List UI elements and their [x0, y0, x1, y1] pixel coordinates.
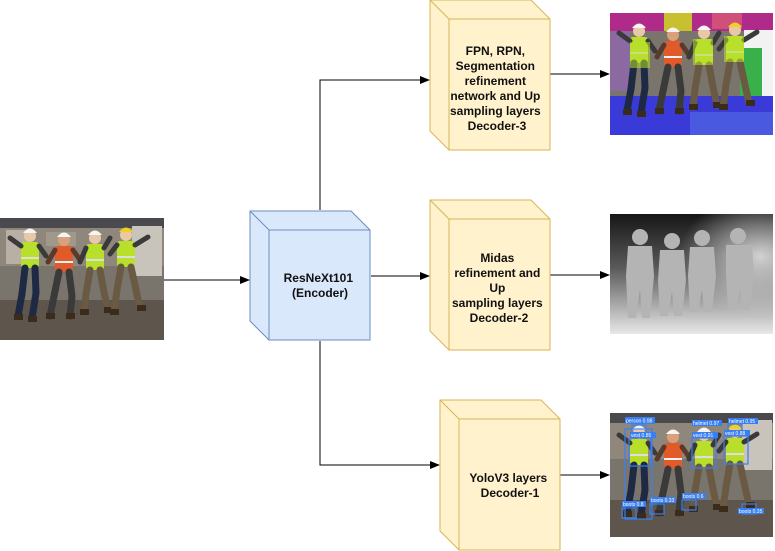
decoder-1-label-line-1: YoloV3 layers — [469, 471, 547, 485]
decoder-1-label-line-2: Decoder-1 — [481, 486, 540, 500]
segmentation-output-image — [610, 13, 773, 135]
decoder-2-block-face — [429, 199, 551, 351]
encoder-label-line-1: ResNeXt101 — [284, 271, 354, 285]
detection-label: boots 0.35 — [739, 509, 763, 515]
decoder-2-label-line-2: refinement and — [454, 266, 540, 280]
detection-label: vest 0.85 — [631, 433, 652, 439]
arrow-encoder-to-decoder1 — [319, 341, 440, 469]
decoder-1-block: YoloV3 layers Decoder-1 — [439, 399, 561, 551]
encoder-label-line-2: (Encoder) — [292, 286, 348, 300]
encoder-block: ResNeXt101 (Encoder) — [249, 210, 371, 341]
detection-label: vest 0.91 — [693, 433, 714, 439]
detection-label: vest 0.88 — [725, 431, 746, 437]
input-photo — [0, 218, 164, 340]
decoder-3-block: FPN, RPN, Segmentation refinement networ… — [429, 0, 551, 151]
svg-text:FPN, RPN, Segmentation: FPN, RPN, Segmentation refinement networ… — [450, 44, 544, 133]
decoder-2-block: Midas refinement and Up sampling layers … — [429, 199, 551, 351]
arrow-encoder-to-decoder3 — [319, 76, 430, 210]
detection-label: boots 0.8 — [623, 502, 644, 508]
decoder-2-label-line-1: Midas — [480, 251, 514, 265]
detection-label: boots 0.6 — [683, 494, 704, 500]
encoder-block-face — [249, 210, 371, 341]
svg-text:Midas refinement and: Midas refinement and Up sampling layers … — [452, 251, 546, 325]
detection-output-image: person 0.98 vest 0.85 helmet 0.97 helmet… — [610, 413, 773, 537]
decoder-2-label-line-4: sampling layers — [452, 296, 543, 310]
decoder-2-label-line-3: Up — [489, 281, 505, 295]
depth-output-image — [610, 214, 773, 334]
decoder-3-label-line-4: network and Up — [450, 89, 540, 103]
decoder-2-label-line-5: Decoder-2 — [470, 311, 529, 325]
svg-text:ResNeXt101 (Encoder): ResNeXt101 (Encoder) — [284, 271, 357, 300]
decoder-3-block-face — [429, 0, 551, 151]
decoder-1-block-face — [439, 399, 561, 551]
decoder-3-label-line-5: sampling layers — [450, 104, 541, 118]
decoder-3-label-line-1: FPN, RPN, — [466, 44, 525, 58]
decoder-3-label-line-3: refinement — [465, 74, 526, 88]
detection-label: helmet 0.97 — [693, 421, 719, 427]
decoder-3-label-line-6: Decoder-3 — [468, 119, 527, 133]
detection-label: helmet 0.95 — [729, 419, 755, 425]
decoder-3-label-line-2: Segmentation — [456, 59, 535, 73]
svg-text:YoloV3 layers Decoder-1: YoloV3 layers Decoder-1 — [469, 471, 550, 500]
detection-label: boots 0.33 — [651, 498, 675, 504]
detection-label: person 0.98 — [626, 419, 653, 425]
